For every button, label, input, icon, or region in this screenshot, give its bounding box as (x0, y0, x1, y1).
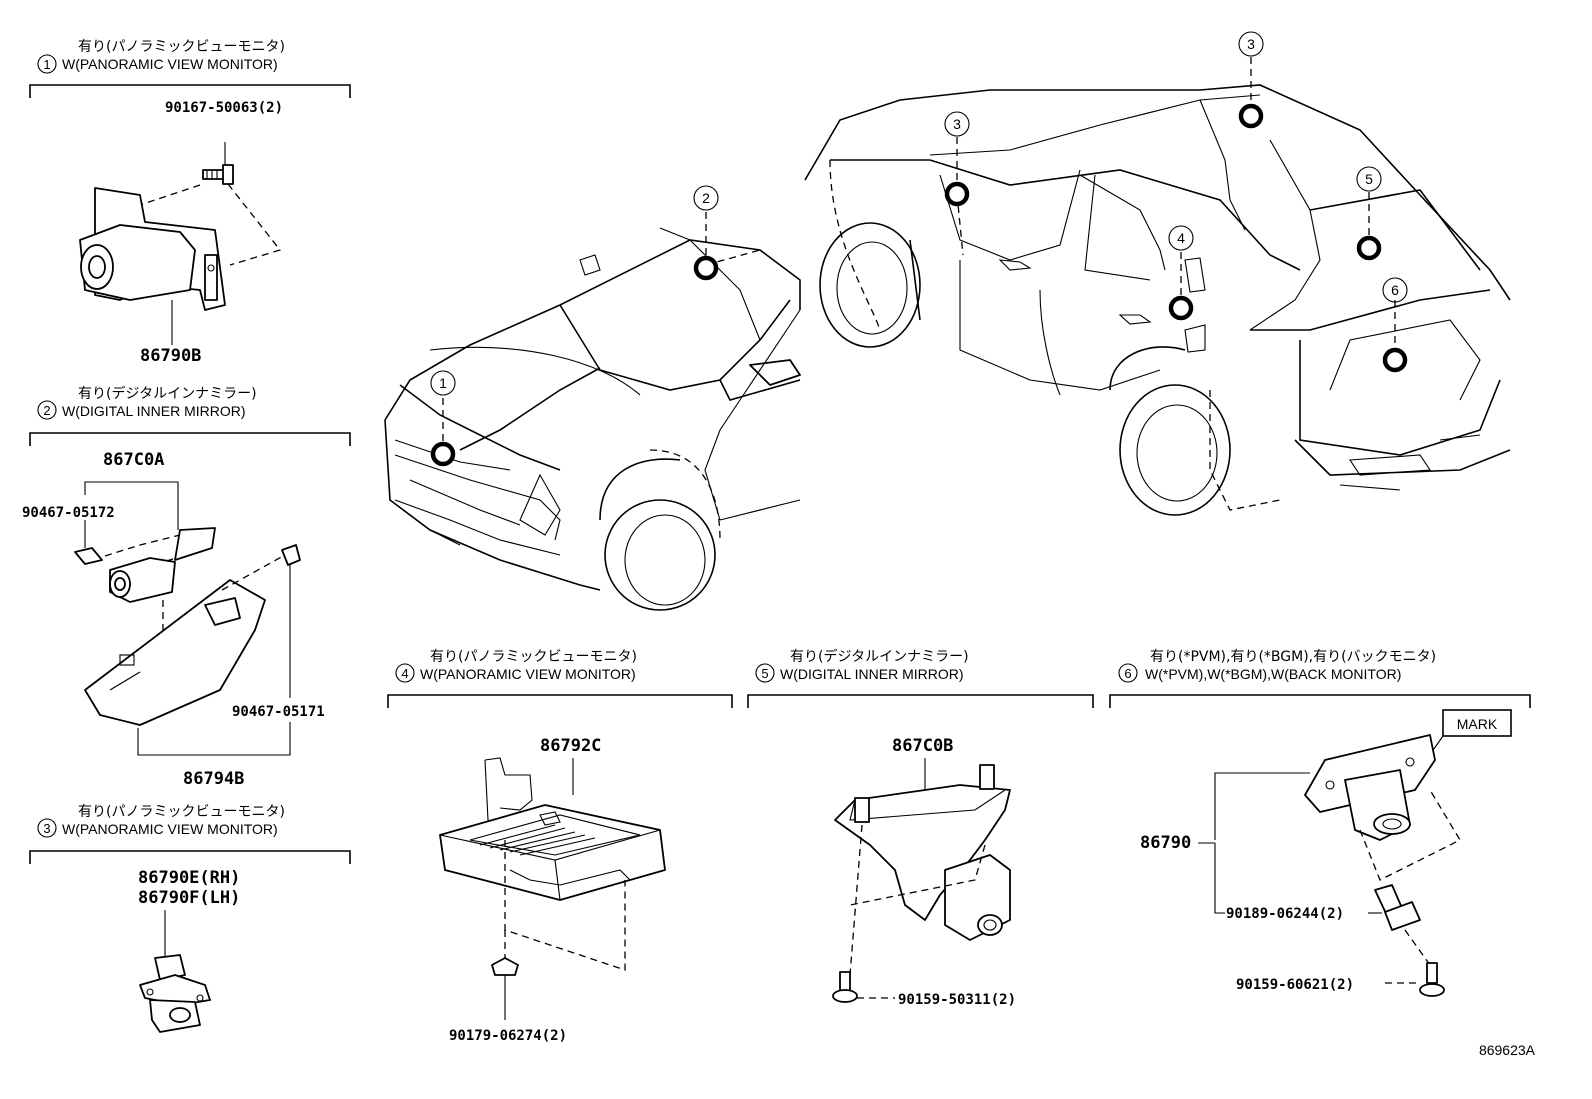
section-6-number: 6 (1124, 666, 1131, 681)
mirror-camera-bracket-icon (834, 764, 1011, 941)
part-label-867C0A: 867C0A (103, 450, 164, 470)
section-6-title-jp: 有り(*PVM),有り(*BGM),有り(バックモニタ) (1150, 649, 1436, 665)
section-6: 6 有り(*PVM),有り(*BGM),有り(バックモニタ) W(*PVM),W… (1109, 649, 1531, 997)
section-5-title-en: W(DIGITAL INNER MIRROR) (780, 666, 964, 682)
assembly-dashes (104, 529, 211, 571)
section-4-bracket (387, 694, 733, 708)
section-6-bracket (1109, 694, 1531, 708)
part-label-867C0B: 867C0B (892, 736, 953, 756)
section-2-title-en: W(DIGITAL INNER MIRROR) (62, 403, 246, 419)
leader-line (137, 722, 291, 756)
section-3-number: 3 (43, 821, 50, 836)
callout-6: 6 (1391, 282, 1399, 298)
assembly-dashes (849, 844, 986, 906)
part-label-86790B: 86790B (140, 346, 201, 366)
section-5-bracket (747, 694, 1094, 708)
section-1: 1 有り(パノラミックビューモニタ) W(PANORAMIC VIEW MONI… (29, 39, 351, 366)
section-6-badge (1118, 663, 1138, 683)
callout-5: 5 (1365, 171, 1373, 187)
clip-icon (74, 547, 103, 565)
side-camera-icon (139, 954, 211, 1033)
figure-id: 869623A (1479, 1042, 1536, 1058)
part-label-90159-60621: 90159-60621(2) (1236, 977, 1354, 993)
mark-box (1442, 709, 1512, 737)
screw-icon (832, 971, 858, 1003)
section-1-title-en: W(PANORAMIC VIEW MONITOR) (62, 56, 278, 72)
part-label-86790F-LH: 86790F(LH) (138, 888, 240, 908)
leader-line (1214, 772, 1310, 840)
section-4-title-en: W(PANORAMIC VIEW MONITOR) (420, 666, 636, 682)
part-label-90467-05171: 90467-05171 (232, 704, 325, 720)
section-4-number: 4 (401, 666, 408, 681)
section-3-title-jp: 有り(パノラミックビューモニタ) (78, 804, 285, 820)
callout-badges: 1 2 3 3 4 5 6 (430, 31, 1408, 396)
leader-line (1214, 843, 1225, 914)
assembly-dashes (139, 183, 282, 266)
section-5-number: 5 (761, 666, 768, 681)
grommet-icon (1374, 884, 1421, 931)
section-6-title-en: W(*PVM),W(*BGM),W(BACK MONITOR) (1145, 666, 1401, 682)
section-5-badge (755, 663, 775, 683)
assembly-dashes (1404, 929, 1431, 966)
location-markers (430, 103, 1408, 467)
section-2-number: 2 (43, 403, 50, 418)
clip-icon (281, 544, 301, 566)
callout-3-right: 3 (953, 116, 961, 132)
part-label-90179-06274: 90179-06274(2) (449, 1028, 567, 1044)
section-4-badge (395, 663, 415, 683)
section-4: 4 有り(パノラミックビューモニタ) W(PANORAMIC VIEW MONI… (387, 649, 733, 1044)
bolt-icon (202, 164, 234, 185)
back-camera-icon (1304, 734, 1436, 841)
part-label-90189-06244: 90189-06244(2) (1226, 906, 1344, 922)
section-1-bracket (29, 84, 351, 98)
mirror-camera-icon (109, 527, 216, 603)
part-label-90467-05172: 90467-05172 (22, 505, 115, 521)
section-1-number: 1 (43, 57, 50, 72)
section-1-badge (37, 54, 57, 74)
part-label-90159-50311: 90159-50311(2) (898, 992, 1016, 1008)
rear-vehicle-illustration (804, 84, 1511, 516)
part-label-90167-50063: 90167-50063(2) (165, 100, 283, 116)
mirror-cover-icon (84, 579, 266, 726)
section-3-bracket (29, 850, 351, 864)
section-5: 5 有り(デジタルインナミラー) W(DIGITAL INNER MIRROR)… (747, 648, 1094, 1008)
section-5-title-jp: 有り(デジタルインナミラー) (790, 648, 969, 665)
section-2-title-jp: 有り(デジタルインナミラー) (78, 385, 257, 402)
part-label-86790E-RH: 86790E(RH) (138, 868, 240, 888)
assembly-dashes (1359, 789, 1461, 881)
part-label-86792C: 86792C (540, 736, 601, 756)
section-2: 2 有り(デジタルインナミラー) W(DIGITAL INNER MIRROR)… (22, 385, 351, 789)
callout-3-left: 3 (1247, 36, 1255, 52)
callout-4: 4 (1177, 230, 1185, 246)
assembly-dashes (849, 824, 863, 976)
front-vehicle-illustration (384, 227, 801, 611)
part-label-86790: 86790 (1140, 833, 1191, 853)
leader-line (84, 481, 179, 530)
section-2-badge (37, 400, 57, 420)
callout-2: 2 (702, 190, 710, 206)
clip-icon (491, 957, 519, 976)
section-1-title-jp: 有り(パノラミックビューモニタ) (78, 39, 285, 55)
section-2-bracket (29, 432, 351, 446)
mark-label: MARK (1457, 716, 1498, 732)
section-3-badge (37, 818, 57, 838)
part-label-86794B: 86794B (183, 769, 244, 789)
ecu-module-icon (439, 757, 666, 901)
callout-1: 1 (439, 375, 447, 391)
section-3-title-en: W(PANORAMIC VIEW MONITOR) (62, 821, 278, 837)
front-camera-icon (79, 187, 226, 311)
section-4-title-jp: 有り(パノラミックビューモニタ) (430, 649, 637, 665)
section-3: 3 有り(パノラミックビューモニタ) W(PANORAMIC VIEW MONI… (29, 804, 351, 1033)
assembly-dashes (221, 554, 286, 591)
screw-icon (1419, 962, 1445, 997)
